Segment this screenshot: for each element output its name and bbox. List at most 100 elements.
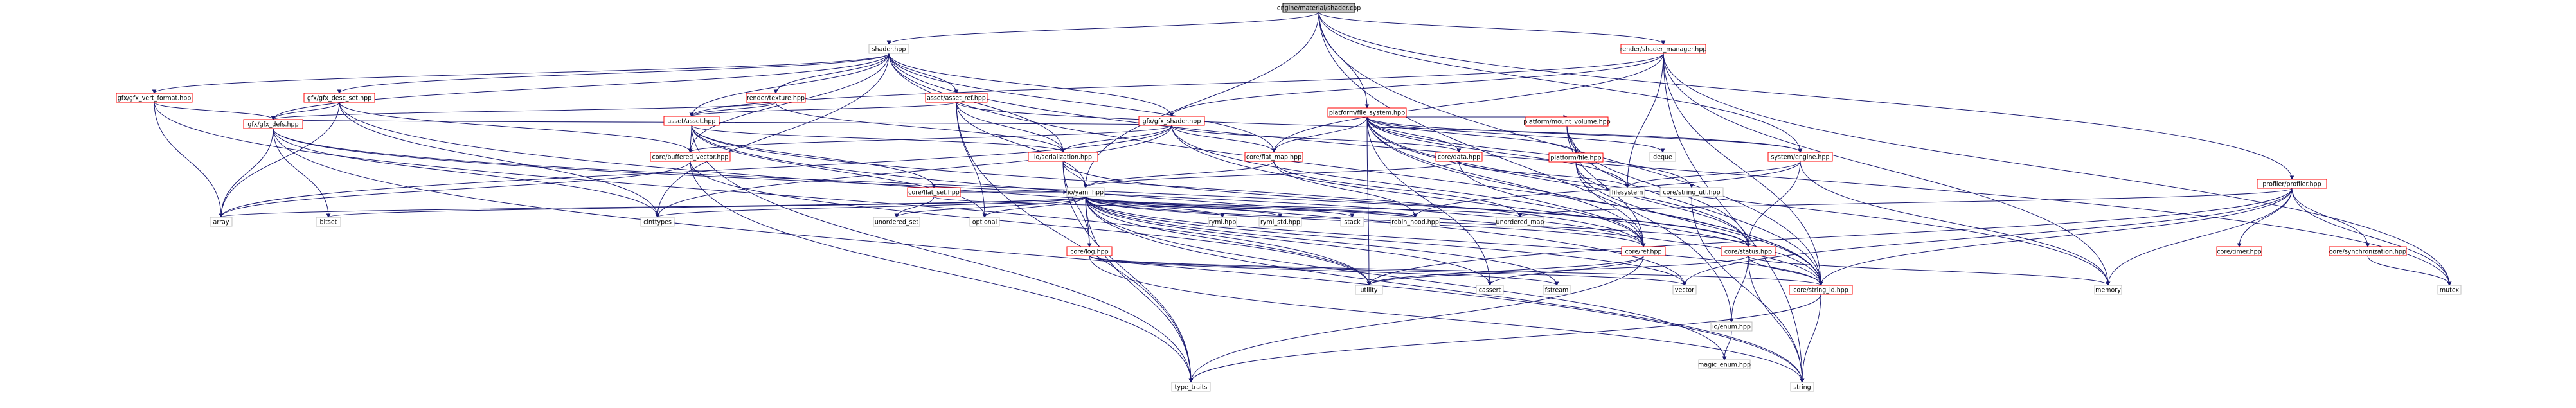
edge-arrow-flat_set-to-io_yaml: [1063, 190, 1068, 195]
edge-asset_ref-to-io_yaml: [956, 102, 1086, 188]
edge-platform_file_system-to-deque: [1366, 116, 1663, 153]
edge-arrow-gfx_shader-to-flat_map: [1271, 148, 1276, 154]
node-label: robin_hood.hpp: [1391, 219, 1439, 226]
edge-render_texture-to-gfx_defs: [273, 102, 776, 120]
node-io-enum[interactable]: io/enum.hpp: [1710, 321, 1753, 332]
edge-arrow-io_enum-to-magic_enum: [1722, 356, 1727, 361]
node-array[interactable]: array: [210, 217, 233, 227]
edge-gfx_vert_format-to-utility: [154, 102, 1370, 286]
node-box: [210, 217, 233, 227]
node-bitset[interactable]: bitset: [316, 217, 341, 227]
node-box: [2437, 285, 2462, 295]
node-label: core/timer.hpp: [2217, 249, 2261, 256]
node-core-log[interactable]: core/log.hpp: [1066, 246, 1113, 256]
node-shader[interactable]: shader.hpp: [868, 44, 909, 54]
node-deque[interactable]: deque: [1649, 152, 1676, 162]
edge-io_yaml-to-utility: [1085, 196, 1370, 286]
node-render-shader-manager[interactable]: render/shader_manager.hpp: [1620, 44, 1707, 54]
node-string-utf[interactable]: core/string_utf.hpp: [1659, 187, 1724, 197]
node-yaml-hpp[interactable]: ryml.hpp: [1208, 217, 1237, 227]
edge-arrow-render_texture-to-gfx_defs: [271, 116, 276, 121]
edge-arrow-io_yaml-to-bitset: [326, 213, 331, 218]
node-box: [2216, 246, 2262, 256]
node-platform-file-system[interactable]: platform/file_system.hpp: [1327, 107, 1407, 118]
edge-io_yaml-to-stack: [1085, 196, 1353, 218]
node-gfx-defs[interactable]: gfx/gfx_defs.hpp: [243, 119, 303, 129]
edge-arrow-shader-to-render_texture: [773, 89, 778, 94]
node-string[interactable]: string: [1790, 382, 1814, 392]
node-box: [116, 93, 193, 103]
node-core-timer[interactable]: core/timer.hpp: [2216, 246, 2262, 256]
node-string-id[interactable]: core/string_id.hpp: [1789, 285, 1853, 295]
node-core-status[interactable]: core/status.hpp: [1721, 246, 1776, 256]
node-magic-enum[interactable]: magic_enum.hpp: [1698, 359, 1751, 369]
edge-io_serialization-to-core_status: [1062, 161, 1749, 247]
edge-core_data-to-core_ref: [1458, 161, 1644, 247]
edge-core_log-to-vector: [1089, 255, 1685, 286]
node-mount-volume[interactable]: platform/mount_volume.hpp: [1523, 116, 1611, 127]
node-box: [316, 217, 341, 227]
edge-io_yaml-to-optional: [984, 196, 1086, 218]
node-gfx-vert-format[interactable]: gfx/gfx_vert_format.hpp: [116, 93, 193, 103]
node-stack[interactable]: stack: [1340, 217, 1364, 227]
node-label: render/shader_manager.hpp: [1620, 46, 1707, 53]
node-cassert[interactable]: cassert: [1476, 285, 1504, 295]
edge-shader-to-mutex: [888, 53, 2450, 286]
node-flat-set[interactable]: core/flat_set.hpp: [907, 187, 961, 197]
node-flat-map[interactable]: core/flat_map.hpp: [1244, 152, 1303, 162]
node-io-yaml[interactable]: io/yaml.hpp: [1066, 187, 1105, 197]
node-unordered-map[interactable]: unordered_map: [1496, 217, 1544, 227]
node-fstream[interactable]: fstream: [1543, 285, 1571, 295]
edge-arrow-gfx_shader-to-core_data: [1456, 148, 1462, 154]
edge-arrow-asset_asset-to-io_serialization: [1060, 148, 1066, 154]
node-vector[interactable]: vector: [1672, 285, 1697, 295]
node-system-engine[interactable]: system/engine.hpp: [1767, 152, 1833, 162]
node-gfx-shader[interactable]: gfx/gfx_shader.hpp: [1138, 116, 1205, 126]
edge-platform_file-to-string_id: [1575, 161, 1821, 286]
edge-io_yaml-to-cassert: [1085, 196, 1490, 286]
node-cinttypes[interactable]: cinttypes: [640, 217, 675, 227]
node-buffered-vector[interactable]: core/buffered_vector.hpp: [650, 152, 731, 162]
node-optional[interactable]: optional: [969, 217, 1000, 227]
node-box: [303, 93, 375, 103]
node-asset-asset[interactable]: asset/asset.hpp: [663, 116, 720, 126]
node-box: [1244, 152, 1303, 162]
node-type-traits[interactable]: type_traits: [1171, 382, 1211, 392]
node-filesystem[interactable]: filesystem: [1609, 187, 1645, 197]
node-io-serialization[interactable]: io/serialization.hpp: [1028, 152, 1098, 162]
node-box: [1171, 382, 1211, 392]
edge-arrow-platform_file_system-to-deque: [1660, 148, 1665, 154]
edge-arrow-io_yaml-to-unordered_set: [894, 213, 899, 218]
node-gfx-desc-set[interactable]: gfx/gfx_desc_set.hpp: [303, 93, 375, 103]
node-core-sync[interactable]: core/synchronization.hpp: [2329, 246, 2407, 256]
edge-asset_ref-to-type_traits: [956, 102, 1192, 383]
node-core-ref[interactable]: core/ref.hpp: [1621, 246, 1666, 256]
node-memory[interactable]: memory: [2094, 285, 2122, 295]
node-asset-ref[interactable]: asset/asset_ref.hpp: [925, 93, 988, 103]
edge-render_texture-to-asset_asset: [691, 102, 776, 117]
edge-profiler-to-utility: [1368, 188, 2293, 286]
node-profiler[interactable]: profiler/profiler.hpp: [2257, 179, 2327, 189]
node-label: utility: [1360, 287, 1377, 294]
edge-gfx_defs-to-core_status: [273, 128, 1749, 247]
node-mutex[interactable]: mutex: [2437, 285, 2462, 295]
node-platform-file[interactable]: platform/file.hpp: [1548, 152, 1604, 163]
edge-core_data-to-io_yaml: [1085, 161, 1460, 188]
node-label: core/synchronization.hpp: [2329, 249, 2406, 256]
edge-gfx_vert_format-to-array: [154, 102, 222, 218]
node-unordered-set[interactable]: unordered_set: [873, 217, 920, 227]
edge-io_yaml-to-yaml_hpp: [1085, 196, 1223, 218]
node-box: [1609, 187, 1645, 197]
node-core-data[interactable]: core/data.hpp: [1435, 152, 1483, 162]
node-box: [2257, 179, 2327, 189]
node-label: platform/file.hpp: [1550, 155, 1601, 162]
node-utility[interactable]: utility: [1355, 285, 1383, 295]
node-ryml-std[interactable]: ryml_std.hpp: [1258, 217, 1302, 227]
edge-core_log-to-string: [1089, 255, 1803, 383]
node-label: core/log.hpp: [1070, 249, 1108, 256]
edge-arrow-shader-to-gfx_vert_format: [152, 89, 157, 94]
node-robin-hood[interactable]: robin_hood.hpp: [1390, 217, 1440, 227]
node-render-texture[interactable]: render/texture.hpp: [746, 93, 806, 103]
edge-io_yaml-to-unordered_map: [1085, 196, 1521, 218]
node-label: io/serialization.hpp: [1034, 154, 1092, 161]
